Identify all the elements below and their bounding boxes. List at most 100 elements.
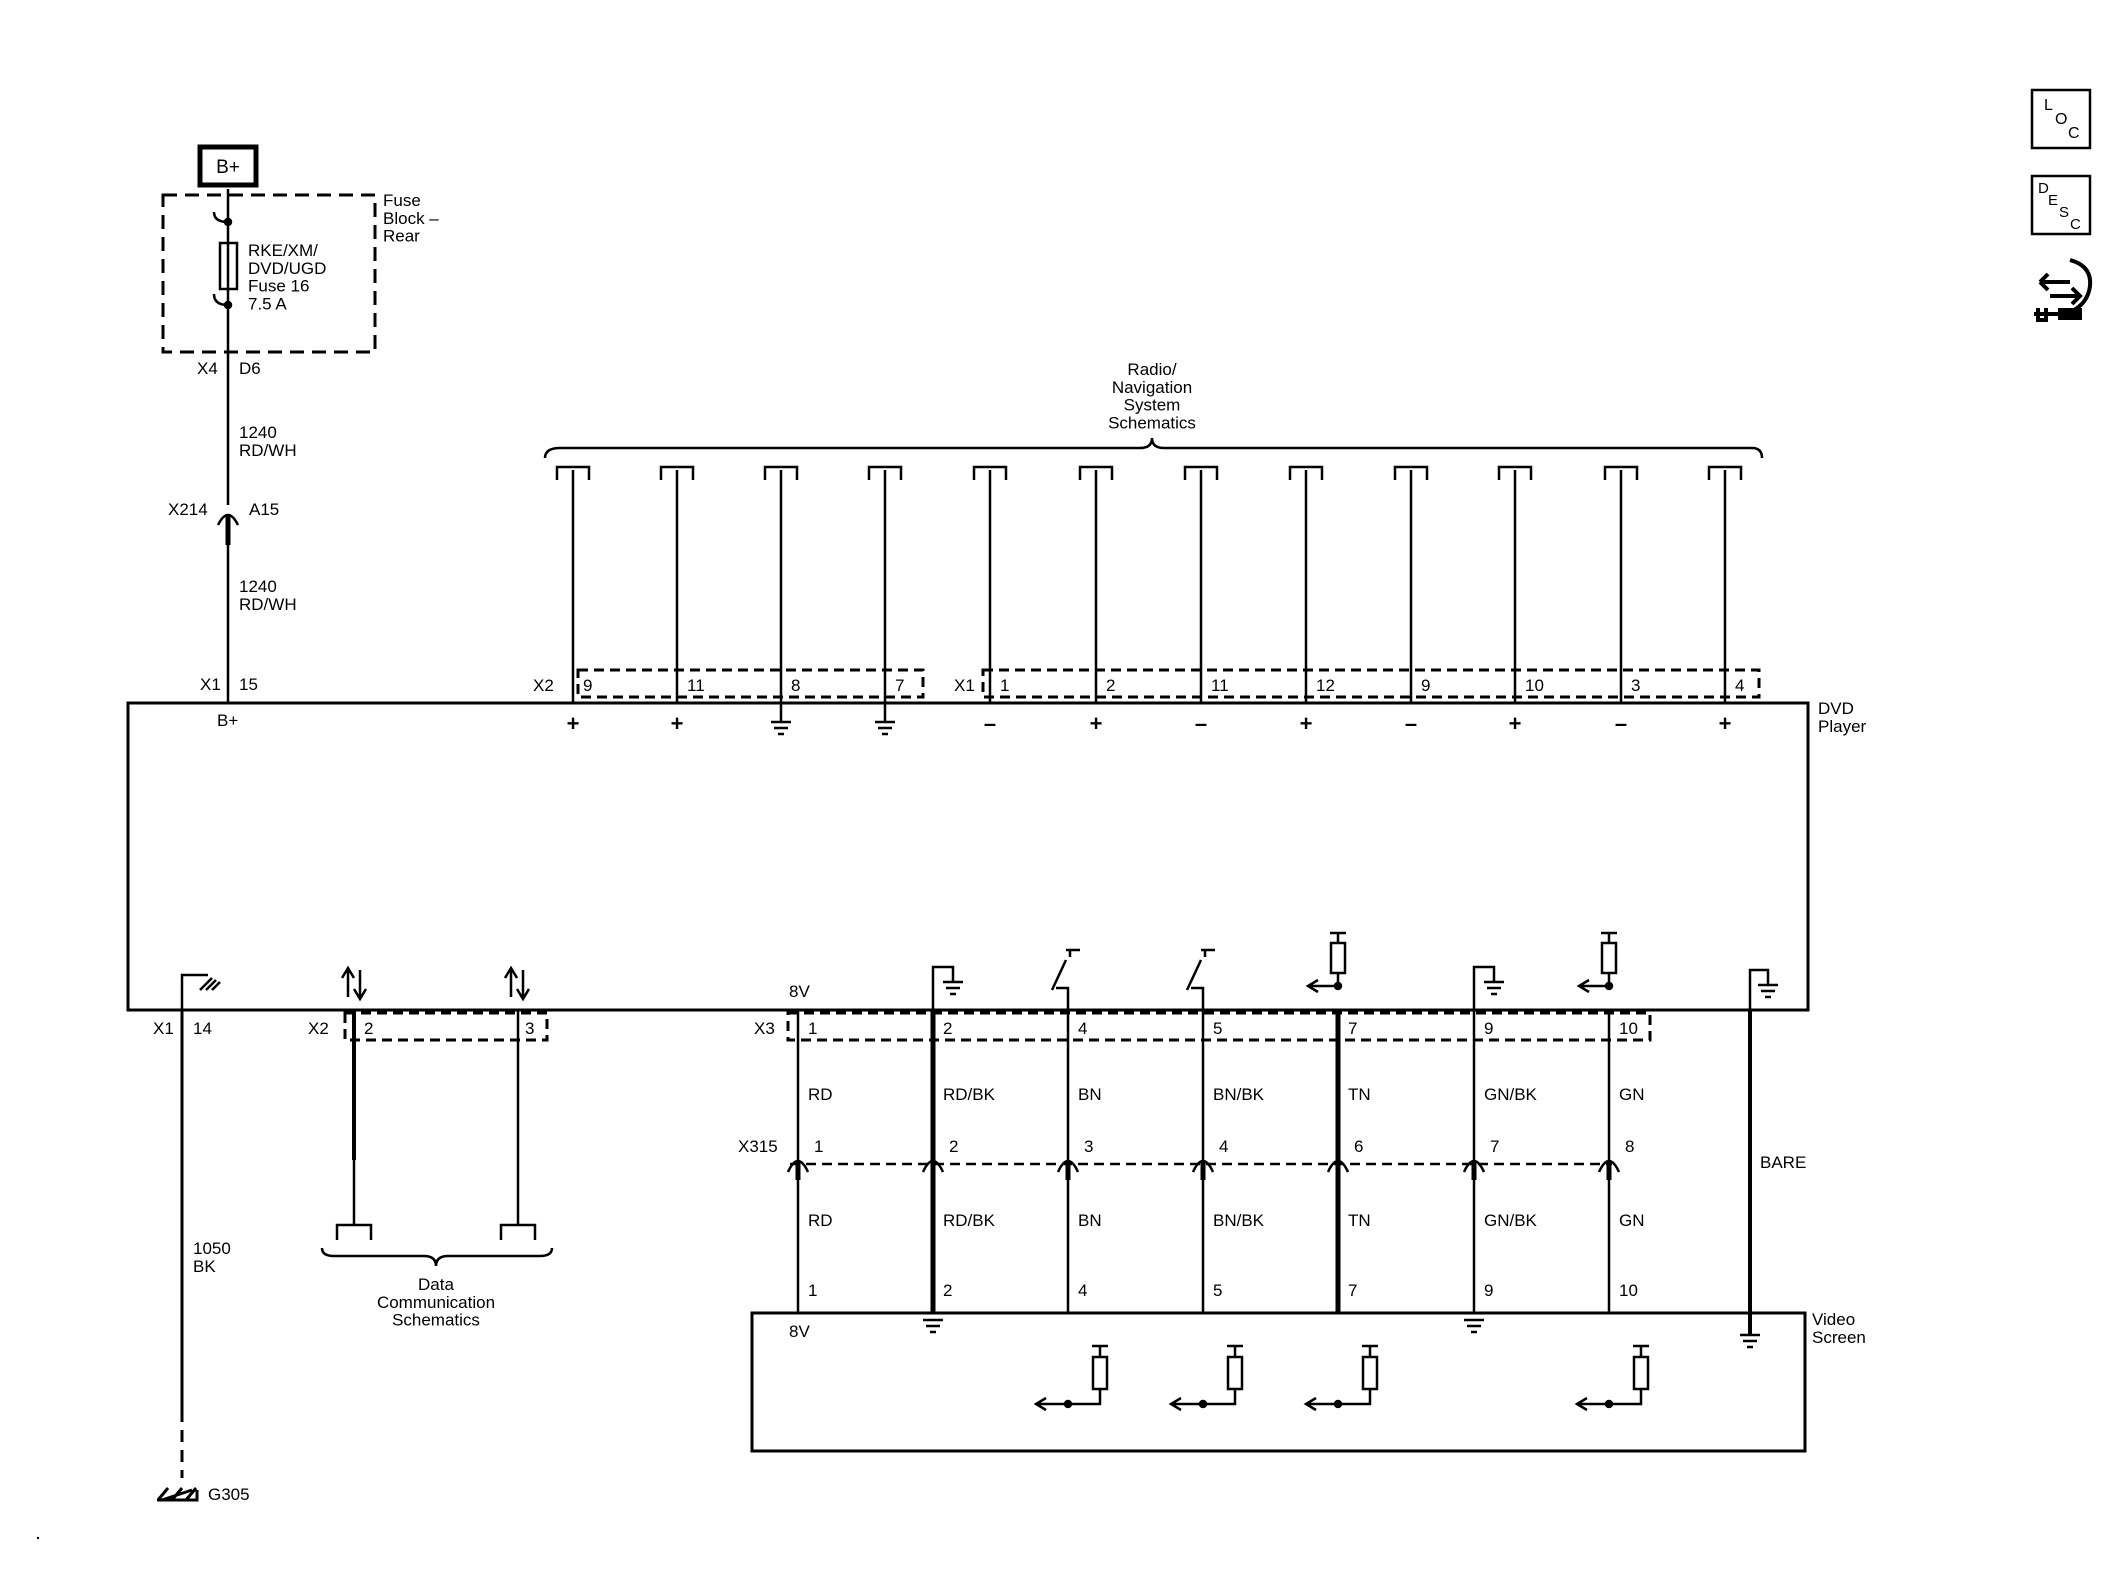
plus-polarity-icon: +	[1300, 711, 1313, 736]
bidirectional-arrow-icon	[340, 965, 368, 1002]
signal-arrow-icon	[1303, 1389, 1372, 1412]
radio-pin-number: 11	[1211, 676, 1229, 695]
data-terminal-icon	[499, 1223, 537, 1240]
radio-pin-7: 11–	[1183, 465, 1229, 736]
d6-pin-label: D6	[239, 359, 261, 378]
radio-pin-5: 1–	[972, 465, 1009, 736]
wire-color-upper: RD/BK	[943, 1085, 996, 1104]
plus-polarity-icon: +	[671, 711, 684, 736]
signal-arrow-icon	[1574, 1389, 1643, 1412]
radio-pin-9: 9–	[1393, 465, 1430, 736]
x2-data-connector	[343, 1011, 549, 1042]
x315-pin-label: 1	[814, 1137, 823, 1156]
x315-pin-label: 3	[1084, 1137, 1093, 1156]
radio-pin-number: 4	[1735, 676, 1744, 695]
screen-pin-label: 2	[943, 1281, 952, 1300]
minus-polarity-icon: –	[1405, 711, 1417, 736]
radio-pin-3: 8	[763, 465, 800, 736]
x3-pin-label: 4	[1078, 1019, 1087, 1038]
plus-polarity-icon: +	[1509, 711, 1522, 736]
data-comm-brace	[320, 1247, 554, 1267]
plus-polarity-icon: +	[567, 711, 580, 736]
resistor-icon	[1091, 1355, 1109, 1391]
radio-pin-number: 10	[1525, 676, 1544, 695]
x315-connector-label: X315	[738, 1137, 778, 1156]
dvd-8v-label: 8V	[789, 982, 810, 1001]
ground-symbol-icon	[875, 703, 895, 736]
resistor-icon	[1329, 941, 1347, 975]
x315-terminal-icon	[921, 1159, 945, 1173]
desc-e: E	[2048, 192, 2058, 209]
x315-pin-label: 7	[1490, 1137, 1499, 1156]
x3-pin-label: 7	[1348, 1019, 1357, 1038]
radio-pin-1: 9+	[555, 465, 592, 736]
g305-label: G305	[208, 1485, 250, 1504]
x315-pin-label: 8	[1625, 1137, 1634, 1156]
x2-radio-label: X2	[533, 676, 554, 695]
radio-terminal-icon	[1393, 465, 1429, 480]
x2-radio-connector	[576, 668, 925, 699]
wire-color-lower: BN	[1078, 1211, 1102, 1230]
loc-c: C	[2068, 125, 2080, 142]
wire-color-lower: GN	[1619, 1211, 1645, 1230]
plus-polarity-icon: +	[1090, 711, 1103, 736]
x3-pin-label: 2	[943, 1019, 952, 1038]
signal-arrow-icon	[1033, 1389, 1102, 1412]
x3-connector	[786, 1011, 1652, 1042]
radio-pin-11: 3–	[1603, 465, 1640, 736]
x315-terminal-icon	[1056, 1159, 1080, 1173]
plus-polarity-icon: +	[1719, 711, 1732, 736]
loc-button[interactable]: L O C	[2030, 88, 2092, 150]
b-plus-source: B+	[197, 144, 259, 188]
wire-color-upper: BN	[1078, 1085, 1102, 1104]
radio-terminal-icon	[659, 465, 695, 480]
pullup-icon	[1601, 931, 1617, 943]
wire-color-lower: GN/BK	[1484, 1211, 1538, 1230]
bidirectional-arrow-icon	[503, 965, 531, 1002]
radio-pin-number: 11	[687, 676, 705, 695]
corner-dot	[36, 1536, 40, 1540]
b-plus-input-label: B+	[217, 711, 238, 730]
resistor-icon	[1632, 1355, 1650, 1391]
x4-connector-label: X4	[197, 359, 218, 378]
a15-pin-label: A15	[249, 500, 279, 519]
signal-arrow-icon	[1168, 1389, 1237, 1412]
radio-terminal-icon	[1288, 465, 1324, 480]
signal-arrow-icon	[1305, 973, 1340, 994]
pullup-icon	[1092, 1344, 1108, 1357]
x315-terminal-icon	[1326, 1159, 1350, 1173]
radio-terminal-icon	[555, 465, 591, 480]
connector-wrench-icon[interactable]	[2030, 252, 2093, 332]
pullup-icon	[1633, 1344, 1649, 1357]
radio-terminal-icon	[1078, 465, 1114, 480]
x315-terminal-icon	[786, 1159, 810, 1173]
x1-connector-label: X1	[200, 675, 221, 694]
switch-icon	[1050, 948, 1080, 1010]
desc-button[interactable]: D E S C	[2030, 174, 2092, 236]
screen-pin-label: 1	[808, 1281, 817, 1300]
screen-pin-label: 4	[1078, 1281, 1087, 1300]
wire-color-lower: RD/BK	[943, 1211, 996, 1230]
wire-color-lower: BN/BK	[1213, 1211, 1265, 1230]
radio-pin-8: 12+	[1288, 465, 1335, 736]
screen-pin-label: 10	[1619, 1281, 1638, 1300]
radio-nav-brace	[543, 437, 1764, 459]
resistor-icon	[1226, 1355, 1244, 1391]
x315-terminal-icon	[1191, 1159, 1215, 1173]
minus-polarity-icon: –	[1615, 711, 1627, 736]
radio-terminal-icon	[1497, 465, 1533, 480]
x3-pin-label: 9	[1484, 1019, 1493, 1038]
switch-icon	[1185, 948, 1215, 1010]
